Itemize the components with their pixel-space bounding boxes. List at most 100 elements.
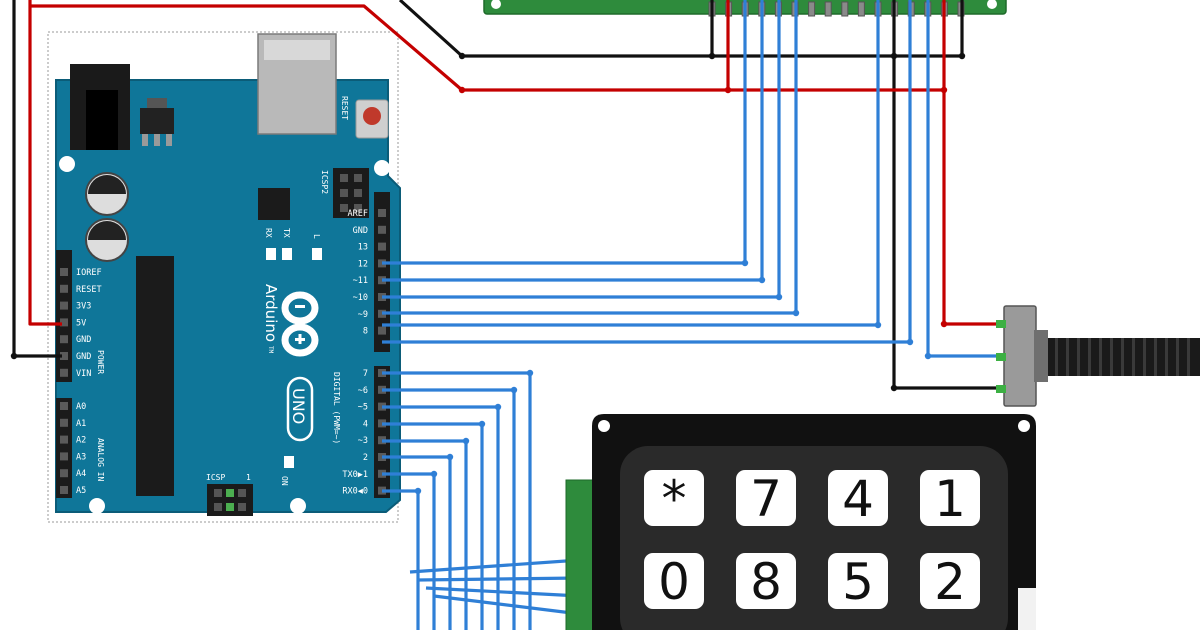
digital-header-high-pin: [378, 326, 386, 335]
wire: [942, 0, 1004, 326]
digital-header-low-pin-label: TX0▶1: [342, 470, 368, 480]
digital-header-low-pin-label: ~6: [358, 386, 368, 396]
wire-junction: [940, 320, 948, 328]
power-pin: [60, 318, 68, 327]
analog-pin-label: A0: [76, 402, 86, 412]
wire: [417, 576, 581, 582]
keypad-key[interactable]: [736, 470, 796, 526]
analog-pin: [60, 469, 68, 478]
wire: [12, 0, 62, 358]
digital-header-high-pin-label: 8: [363, 327, 368, 337]
icsp2-header: [333, 168, 369, 218]
wire: [382, 0, 912, 344]
wire-junction: [494, 403, 502, 411]
wire-junction: [458, 52, 466, 60]
wire: [409, 558, 581, 574]
wire-junction: [924, 352, 932, 360]
digital-header-low: [374, 366, 390, 498]
digital-header-low-pin-label: 4: [363, 419, 368, 429]
wire-junction: [458, 86, 466, 94]
power-pin: [60, 301, 68, 310]
wire: [433, 594, 581, 616]
wire: [30, 4, 944, 92]
wire-junction: [430, 470, 438, 478]
keypad-key[interactable]: [828, 470, 888, 526]
l-label: L: [312, 234, 321, 239]
digital-label: DIGITAL (PWM=~): [332, 372, 341, 444]
digital-header-high-pin-label: AREF: [348, 209, 368, 219]
microcontroller-chip: [136, 256, 174, 496]
keypad-key-label: 4: [842, 470, 874, 528]
power-pin: [60, 284, 68, 293]
power-pin-label: 5V: [76, 318, 86, 328]
icsp-pin1-label: 1: [246, 473, 251, 482]
icsp-header: [207, 484, 253, 516]
voltage-regulator: [140, 108, 174, 134]
digital-header-low-pin-label: RX0◀0: [342, 487, 368, 497]
digital-header-high-pin: [378, 209, 386, 217]
lcd-pin: [841, 1, 849, 17]
wire-junction: [890, 52, 898, 60]
analog-pin-label: A5: [76, 486, 86, 496]
digital-header-high-pin-label: 13: [358, 243, 368, 253]
power-pin-label: GND: [76, 352, 91, 362]
wire: [382, 0, 764, 282]
wire-junction: [741, 259, 749, 267]
lcd-pin: [824, 1, 832, 17]
brand-label: Arduino: [262, 284, 280, 342]
wire-junction: [906, 338, 914, 346]
wire-junction: [775, 293, 783, 301]
analog-pin-label: A2: [76, 436, 86, 446]
digital-header-high-pin-label: ~11: [353, 276, 368, 286]
keypad-key[interactable]: [828, 553, 888, 609]
wire-junction: [890, 384, 898, 392]
model-label: UNO: [289, 388, 308, 424]
analog-pin: [60, 452, 68, 461]
capacitor: [85, 218, 129, 262]
rx-label: RX: [264, 228, 273, 238]
wire-junction: [940, 86, 948, 94]
wire: [382, 0, 747, 265]
analog-pin: [60, 418, 68, 427]
lcd-pin: [808, 1, 816, 17]
wire: [926, 0, 1004, 358]
analog-header: [56, 398, 72, 498]
keypad-key[interactable]: [920, 470, 980, 526]
tx-led: [282, 248, 292, 260]
wire: [28, 0, 62, 326]
wire-junction: [792, 309, 800, 317]
power-pin-label: RESET: [76, 285, 102, 295]
keypad-key[interactable]: [644, 470, 704, 526]
analog-label: ANALOG IN: [96, 438, 105, 482]
keypad-connector: [565, 479, 597, 630]
keypad-key-label: 8: [750, 553, 782, 611]
icsp-label: ICSP: [206, 473, 225, 482]
keypad-key[interactable]: [920, 553, 980, 609]
wire-junction: [446, 453, 454, 461]
power-pin-label: 3V3: [76, 302, 91, 312]
analog-pin-label: A1: [76, 419, 86, 429]
wire-junction: [874, 321, 882, 329]
analog-pin: [60, 402, 68, 410]
keypad-key[interactable]: [644, 553, 704, 609]
wire: [382, 0, 880, 327]
wire: [382, 0, 798, 315]
digital-header-low-pin-label: 7: [363, 369, 368, 379]
power-pin-label: VIN: [76, 369, 91, 379]
wire: [382, 0, 781, 299]
power-pin: [60, 268, 68, 276]
lcd-pin: [857, 1, 865, 17]
arduino-logo: [281, 291, 319, 357]
potentiometer: [996, 305, 1200, 407]
wire-junction: [510, 386, 518, 394]
digital-header-low-pin-label: ~3: [358, 436, 368, 446]
analog-pin: [60, 435, 68, 444]
power-label: POWER: [96, 350, 105, 374]
analog-pin: [60, 486, 68, 494]
keypad-key[interactable]: [736, 553, 796, 609]
on-led: [284, 456, 294, 468]
digital-header-high-pin: [378, 242, 386, 251]
capacitor: [85, 172, 129, 216]
